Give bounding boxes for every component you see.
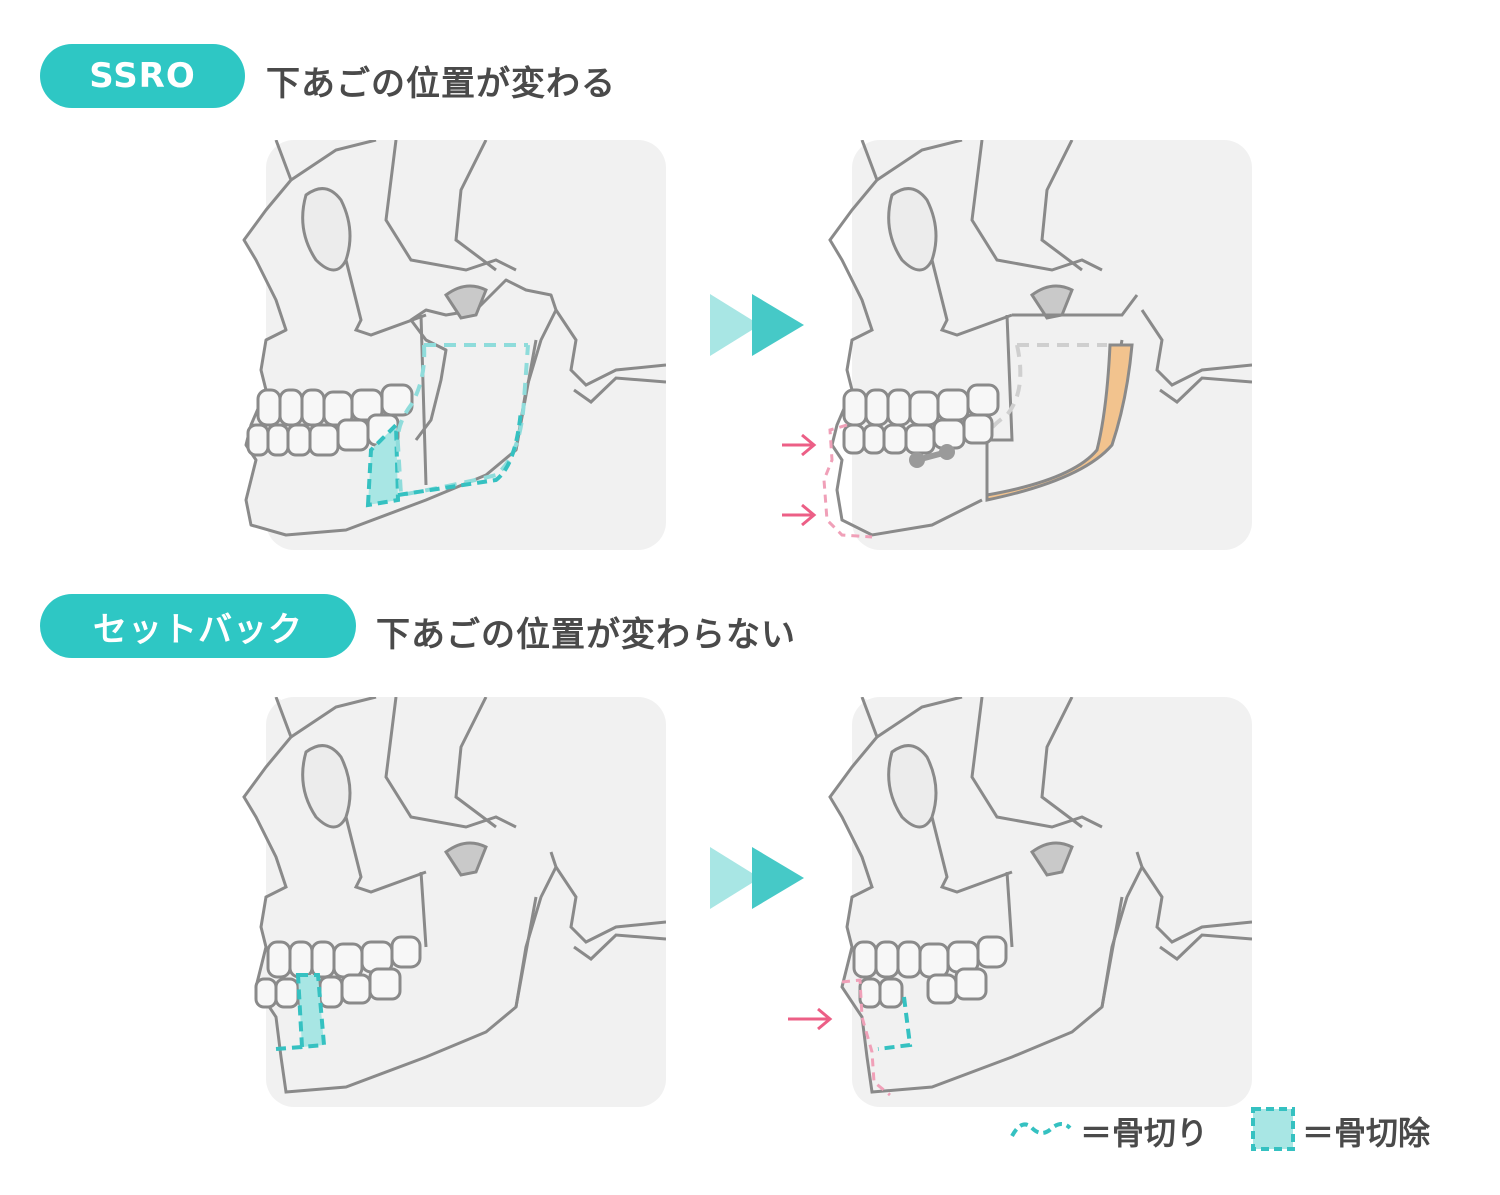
ssro-after-skull (782, 140, 1252, 550)
legend-removal-text: ＝骨切除 (1302, 1114, 1431, 1152)
fixation-plate-icon (909, 444, 955, 468)
moved-chin-outline (822, 423, 873, 539)
setback-cut-line (275, 1045, 303, 1051)
ssro-label-pill: SSRO (40, 44, 245, 108)
ssro-before-skull (196, 140, 666, 550)
movement-arrow-icon (782, 433, 817, 527)
bone-removal-region (365, 420, 401, 508)
setback-heading: 下あごの位置が変わらない (376, 615, 796, 655)
setback-before-skull (196, 697, 666, 1107)
setback-label-pill: セットバック (40, 594, 356, 658)
progression-arrow-icon (708, 290, 808, 360)
progression-arrow-icon (708, 843, 808, 913)
legend-removal-icon (1250, 1106, 1296, 1152)
removed-segment-outline (877, 996, 913, 1051)
movement-arrow-icon (788, 1007, 833, 1031)
moved-chin-outline (841, 978, 891, 1097)
legend-cut-text: ＝骨切り (1080, 1114, 1209, 1152)
setback-after-skull (782, 697, 1252, 1107)
legend-cut-icon (1008, 1114, 1074, 1144)
ssro-label: SSRO (89, 56, 196, 96)
bone-removal-region (295, 973, 327, 1050)
ssro-heading: 下あごの位置が変わる (266, 64, 616, 104)
bone-graft-region (985, 343, 1134, 502)
setback-label: セットバック (93, 609, 303, 650)
